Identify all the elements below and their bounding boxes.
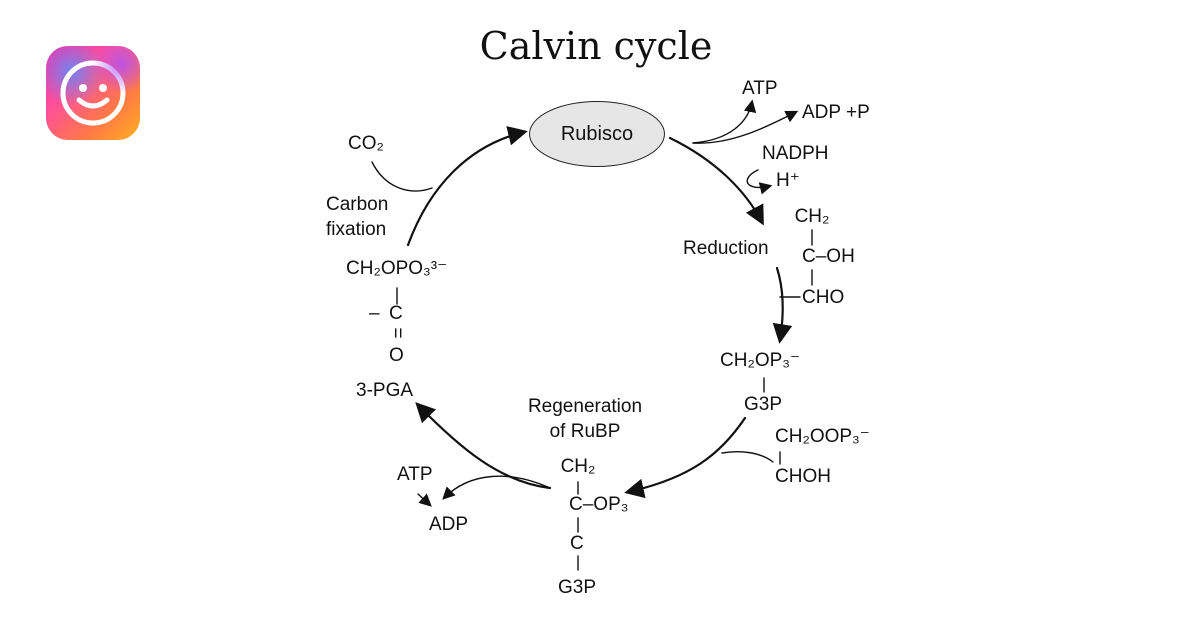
arc-fixation-to-rubisco (406, 126, 528, 247)
pga-struct-minus: – (369, 303, 380, 324)
app-logo[interactable] (46, 46, 140, 140)
ribp-struct-top: CH₂ (560, 456, 596, 477)
g3p-right-label: G3P (744, 394, 783, 415)
arc-rubisco-to-reduction (668, 136, 764, 226)
pga-label: 3-PGA (356, 380, 414, 401)
pga-struct-eq: = (386, 327, 408, 339)
arrow-co2-in (371, 161, 433, 192)
arrow-atp-top (692, 99, 757, 144)
reduction-label: Reduction (683, 238, 769, 259)
arc-reduction-to-g3p (772, 266, 793, 344)
pga-struct-mid: C (389, 303, 403, 324)
atp-bottom-label: ATP (397, 464, 433, 485)
pga-struct-bottom: O (389, 345, 404, 366)
regeneration-label-2: of RuBP (549, 421, 621, 442)
carbon-fixation-label-2: fixation (326, 219, 387, 240)
reduction-struct-bottom: CHO (802, 287, 845, 308)
arrow-atp-bottom (417, 493, 432, 507)
reduction-struct-mid: C–OH (802, 246, 855, 267)
regeneration-label-1: Regeneration (527, 396, 643, 417)
arrow-nadph (746, 169, 773, 195)
pga-struct-top: CH₂OPO₃³⁻ (346, 258, 448, 279)
arrow-side-struct (721, 451, 774, 463)
rubisco-node: Rubisco (529, 101, 665, 167)
nadph-label: NADPH (762, 143, 829, 164)
arrow-adp-top (692, 110, 799, 144)
side-struct-bottom: CHOH (775, 466, 831, 487)
arrow-adp-bottom (442, 475, 551, 500)
atp-top-label: ATP (742, 78, 778, 99)
carbon-fixation-label-1: Carbon (326, 194, 389, 215)
h-plus-label: H⁺ (776, 170, 800, 191)
ribp-struct-c: C (570, 533, 584, 554)
ribp-struct-bottom: G3P (558, 577, 597, 598)
ribp-struct-mid: C–OP₃ (569, 494, 629, 515)
diagram-title: Calvin cycle (479, 24, 713, 68)
adp-bottom-label: ADP (429, 514, 469, 535)
arc-regeneration-to-pga (415, 402, 552, 490)
g3p-phosphate-label: CH₂OP₃⁻ (720, 350, 801, 371)
co2-label: CO₂ (348, 133, 384, 154)
arc-g3p-to-regeneration (624, 416, 747, 499)
side-struct-top: CH₂OOP₃⁻ (775, 426, 870, 447)
adp-top-label: ADP +P (802, 102, 870, 123)
reduction-struct-top: CH₂ (794, 206, 830, 227)
